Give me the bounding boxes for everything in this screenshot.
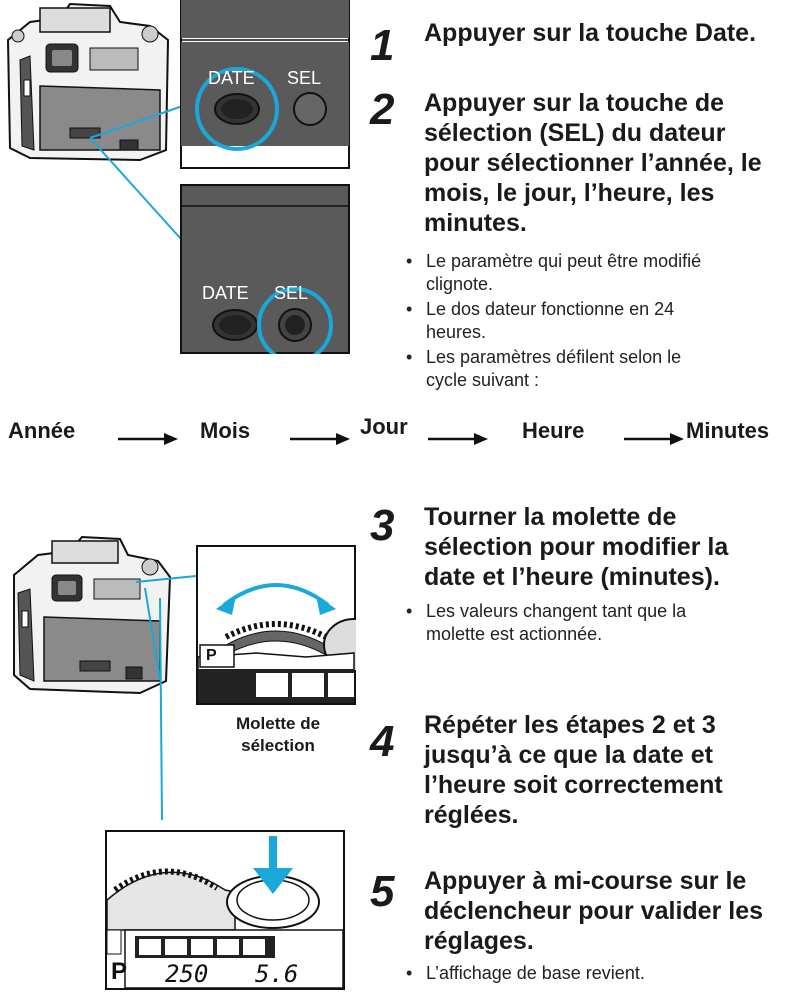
caption-line: Molette de bbox=[235, 714, 321, 733]
step-1-number: 1 bbox=[370, 21, 395, 70]
step-3-title-line: sélection pour modifier la bbox=[424, 533, 729, 561]
step-2-title: Appuyer sur la touche de sélection (SEL)… bbox=[424, 88, 762, 238]
step-2-title-line: minutes. bbox=[424, 209, 527, 237]
connector-lines-lower bbox=[135, 575, 197, 821]
cycle-mois: Mois bbox=[200, 418, 251, 443]
step-2-title-line: mois, le jour, l’heure, les bbox=[424, 179, 715, 207]
step-3-title-line: date et l’heure (minutes). bbox=[424, 563, 720, 591]
step-4-number: 4 bbox=[370, 717, 395, 766]
sel-label: SEL bbox=[274, 283, 309, 303]
arrow-right-icon bbox=[428, 433, 488, 445]
step-2-number: 2 bbox=[370, 85, 395, 134]
lcd-aperture: 5.6 bbox=[255, 960, 299, 988]
step-3-title: Tourner la molette de sélection pour mod… bbox=[424, 502, 728, 592]
step-1-title: Appuyer sur la touche Date. bbox=[424, 19, 757, 47]
step-2-title-line: pour sélectionner l’année, le bbox=[424, 149, 762, 177]
step-5-title-line: réglages. bbox=[424, 927, 534, 955]
arrow-right-icon bbox=[624, 433, 684, 445]
step-2-title-line: Appuyer sur la touche de bbox=[424, 89, 725, 117]
step-2-bullets: Le paramètre qui peut être modifiécligno… bbox=[400, 250, 701, 394]
panel-sel-highlighted: DATE SEL bbox=[180, 184, 350, 363]
step-4-title-line: réglées. bbox=[424, 801, 519, 829]
step-4-title-line: Répéter les étapes 2 et 3 bbox=[424, 711, 716, 739]
date-label: DATE bbox=[208, 68, 255, 88]
cycle-minutes: Minutes bbox=[686, 418, 770, 443]
step-5-title-line: Appuyer à mi-course sur le bbox=[424, 867, 747, 895]
step-4-title-line: l’heure soit correctement bbox=[424, 771, 723, 799]
arrow-right-icon bbox=[290, 433, 350, 445]
step-3-bullets: Les valeurs changent tant que lamolette … bbox=[400, 600, 686, 648]
step-4-title-line: jusqu’à ce que la date et bbox=[424, 741, 713, 769]
dial-caption: Molette de sélection bbox=[208, 713, 348, 757]
step-2-title-line: sélection (SEL) du dateur bbox=[424, 119, 726, 147]
cycle-heure: Heure bbox=[522, 418, 585, 443]
dial-mode-p: P bbox=[206, 647, 217, 664]
step-3-title-line: Tourner la molette de bbox=[424, 503, 677, 531]
lcd-mode: P bbox=[111, 958, 128, 985]
panel-date-highlighted: DATE SEL bbox=[180, 0, 350, 170]
bullet-item: Le paramètre qui peut être modifiécligno… bbox=[400, 250, 701, 296]
cycle-annee: Année bbox=[8, 418, 76, 443]
caption-line: sélection bbox=[241, 736, 315, 755]
bullet-item: L’affichage de base revient. bbox=[400, 962, 645, 985]
dial-detail-box: P bbox=[196, 545, 385, 705]
date-label: DATE bbox=[202, 283, 249, 303]
step-3-number: 3 bbox=[370, 501, 395, 550]
bullet-item: Les valeurs changent tant que lamolette … bbox=[400, 600, 686, 646]
lcd-shutter: 250 bbox=[165, 960, 209, 988]
step-5-bullets: L’affichage de base revient. bbox=[400, 962, 645, 987]
step-5-title-line: déclencheur pour valider les bbox=[424, 897, 764, 925]
shutter-detail-box: P 250 5.6 bbox=[105, 830, 345, 990]
step-4-title: Répéter les étapes 2 et 3 jusqu’à ce que… bbox=[424, 710, 723, 830]
step-5-title: Appuyer à mi-course sur le déclencheur p… bbox=[424, 866, 763, 956]
sel-label: SEL bbox=[287, 68, 322, 88]
camera-back-illustration bbox=[6, 2, 170, 162]
arrow-right-icon bbox=[118, 433, 178, 445]
step-5-number: 5 bbox=[370, 867, 395, 916]
cycle-jour: Jour bbox=[360, 414, 408, 439]
